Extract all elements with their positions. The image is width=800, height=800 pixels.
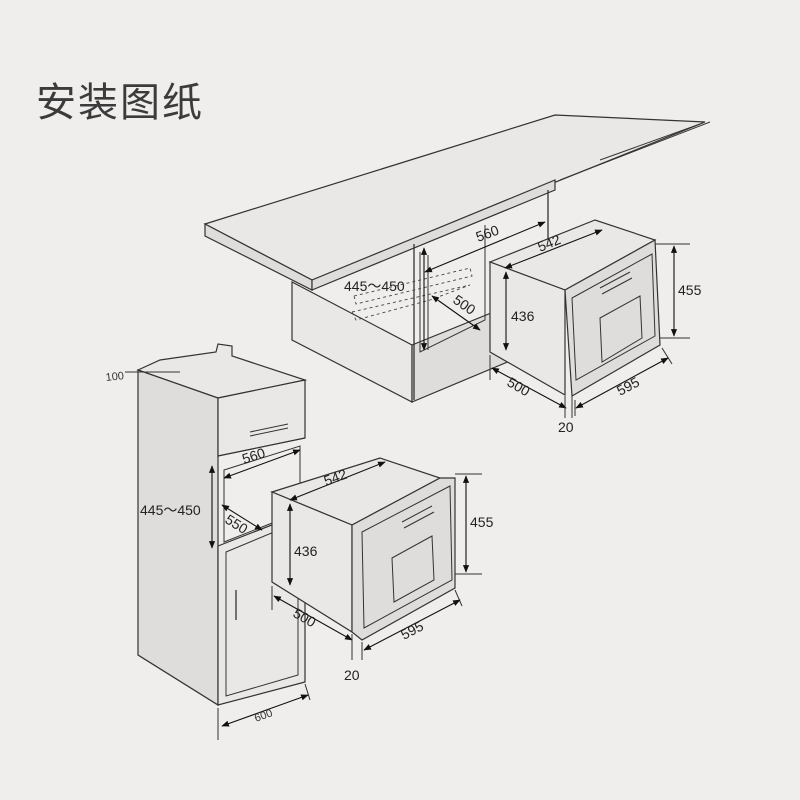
- upper-front-thickness-label: 20: [558, 419, 574, 435]
- lower-cut-width-label: 560: [240, 444, 267, 467]
- upper-installation: 560 445～450 500 542 436 455 500: [203, 114, 711, 435]
- lower-oven-front-width-label: 595: [398, 617, 426, 642]
- tall-cabinet: [136, 343, 308, 707]
- upper-cut-height-label: 445～450: [344, 278, 405, 294]
- upper-oven-inner-height-label: 436: [511, 308, 535, 324]
- lower-oven-front-height-label: 455: [470, 514, 494, 530]
- upper-cut-width-label: 560: [474, 222, 502, 245]
- upper-oven-front-width-label: 595: [614, 373, 642, 398]
- lower-top-offset-label: 100: [105, 370, 125, 384]
- lower-front-thickness-label: 20: [344, 667, 360, 683]
- lower-cabinet-width-label: 600: [253, 707, 274, 725]
- lower-oven-inner-width-label: 542: [322, 466, 350, 489]
- page-title: 安装图纸: [36, 80, 204, 126]
- lower-oven-inner-height-label: 436: [294, 543, 318, 559]
- lower-installation: 100 560 445～450 550 600 542 436: [105, 343, 494, 740]
- upper-cut-depth-label: 500: [450, 291, 478, 318]
- lower-cut-height-label: 445～450: [140, 502, 201, 518]
- upper-oven-front-height-label: 455: [678, 282, 702, 298]
